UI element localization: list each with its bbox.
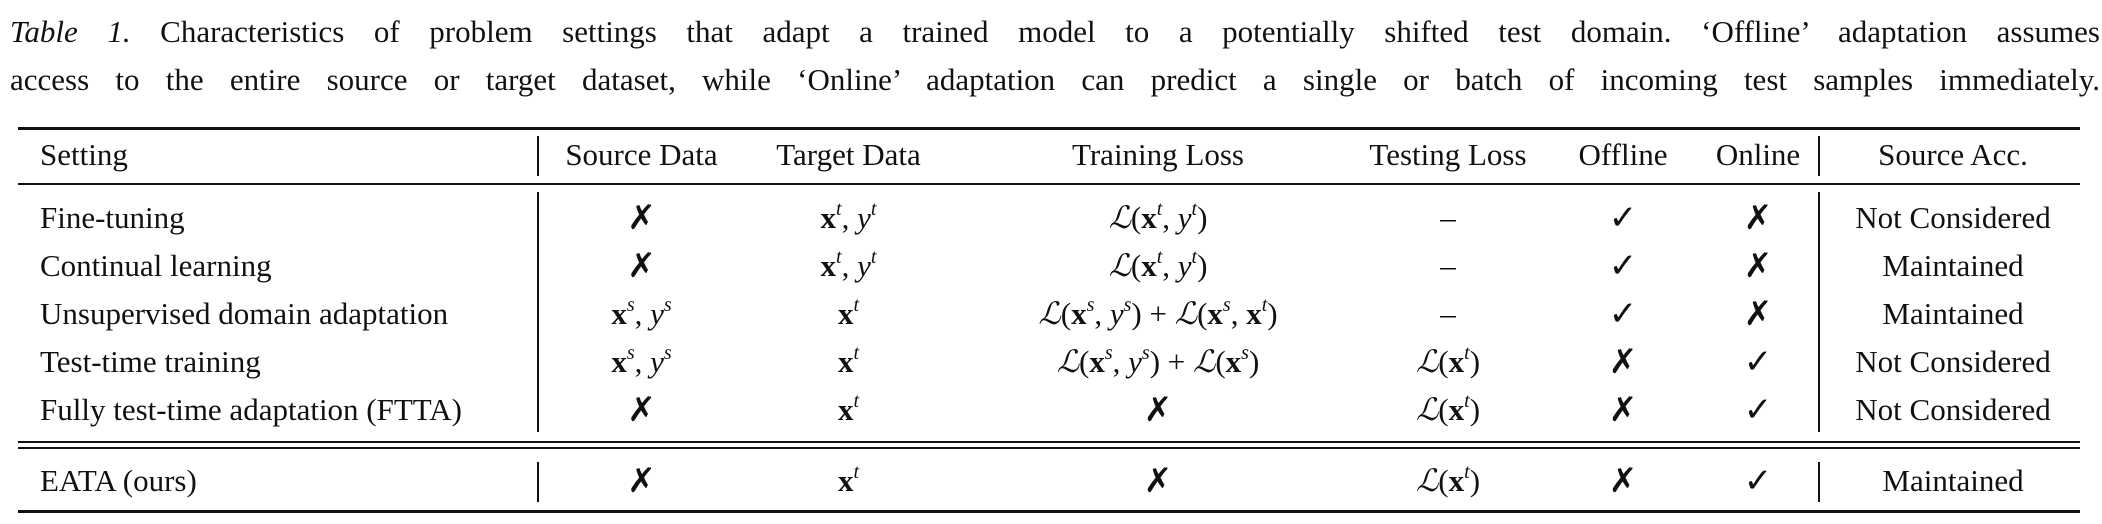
mid-rule-1	[18, 441, 2080, 443]
check-icon: ✓	[1743, 390, 1773, 430]
target-data-cell: xt	[837, 294, 860, 331]
check-icon: ✓	[1608, 198, 1638, 238]
header-online: Online	[1715, 137, 1801, 172]
caption-line-1: Table 1. Characteristics of problem sett…	[10, 8, 2100, 56]
table-row: Fully test-time adaptation (FTTA) ✗ xt ✗…	[18, 386, 2080, 434]
divider	[1818, 290, 1820, 338]
check-icon: ✓	[1743, 461, 1773, 501]
header-setting: Setting	[40, 137, 128, 172]
divider	[1818, 242, 1820, 290]
source-acc-cell: Not Considered	[1855, 200, 2051, 235]
cross-icon: ✗	[1608, 390, 1638, 430]
table-row: Continual learning ✗ xt, yt ℒ(xt, yt) – …	[18, 242, 2080, 290]
training-loss-cell: ℒ(xt, yt)	[1108, 198, 1208, 236]
testing-loss-cell: –	[1440, 248, 1456, 283]
divider	[537, 338, 539, 386]
caption-label: Table 1.	[10, 14, 131, 49]
table-row: Unsupervised domain adaptation xs, ys xt…	[18, 290, 2080, 338]
training-loss-cell: ℒ(xs, ys) + ℒ(xs, xt)	[1038, 294, 1278, 332]
header-rule	[18, 183, 2080, 185]
header-offline: Offline	[1578, 137, 1668, 172]
testing-loss-cell: ℒ(xt)	[1415, 390, 1481, 428]
divider	[1818, 338, 1820, 386]
cross-icon: ✗	[627, 390, 656, 430]
ours-row: EATA (ours) ✗ xt ✗ ℒ(xt) ✗ ✓ Maintained	[18, 457, 2080, 505]
testing-loss-cell: –	[1440, 296, 1456, 331]
divider	[537, 386, 539, 432]
table-caption: Table 1. Characteristics of problem sett…	[10, 8, 2100, 104]
header-row: Setting Source Data Target Data Training…	[18, 131, 2080, 179]
mid-rule-2	[18, 447, 2080, 449]
cross-icon: ✗	[627, 246, 656, 286]
bottom-rule	[18, 510, 2080, 513]
cross-icon: ✗	[627, 461, 656, 501]
cross-icon: ✗	[1608, 461, 1638, 501]
header-testing-loss: Testing Loss	[1369, 137, 1527, 172]
check-icon: ✓	[1743, 342, 1773, 382]
table-row: Test-time training xs, ys xt ℒ(xs, ys) +…	[18, 338, 2080, 386]
caption-text-1: Characteristics of problem settings that…	[130, 14, 2100, 49]
source-data-cell: xs, ys	[611, 342, 672, 379]
source-acc-cell: Not Considered	[1855, 392, 2051, 427]
divider	[1818, 462, 1820, 502]
divider	[537, 242, 539, 290]
check-icon: ✓	[1608, 294, 1638, 334]
target-data-cell: xt, yt	[820, 198, 877, 235]
top-rule	[18, 127, 2080, 130]
check-icon: ✓	[1608, 246, 1638, 286]
cross-icon: ✗	[627, 198, 656, 238]
header-target-data: Target Data	[776, 137, 921, 172]
caption-line-2: access to the entire source or target da…	[10, 62, 2100, 97]
testing-loss-cell: ℒ(xt)	[1415, 461, 1481, 499]
source-acc-cell: Not Considered	[1855, 344, 2051, 379]
cross-icon: ✗	[1743, 294, 1773, 334]
setting-cell: Unsupervised domain adaptation	[40, 296, 449, 331]
source-acc-cell: Maintained	[1882, 463, 2024, 498]
setting-cell: Test-time training	[40, 344, 261, 379]
training-loss-cell: ℒ(xt, yt)	[1108, 246, 1208, 284]
source-acc-cell: Maintained	[1882, 296, 2024, 331]
cross-icon: ✗	[1743, 246, 1773, 286]
cross-icon: ✗	[1743, 198, 1773, 238]
table-row: Fine-tuning ✗ xt, yt ℒ(xt, yt) – ✓ ✗ Not…	[18, 192, 2080, 244]
training-loss-cell: ℒ(xs, ys) + ℒ(xs)	[1056, 342, 1260, 380]
divider	[537, 136, 539, 176]
header-source-acc: Source Acc.	[1878, 137, 2028, 172]
setting-cell: Fine-tuning	[40, 200, 185, 235]
divider	[1818, 192, 1820, 244]
divider	[537, 192, 539, 244]
setting-cell: Continual learning	[40, 248, 272, 283]
cross-icon: ✗	[1608, 342, 1638, 382]
setting-cell: EATA (ours)	[40, 463, 197, 498]
divider	[537, 462, 539, 502]
source-acc-cell: Maintained	[1882, 248, 2024, 283]
divider	[537, 290, 539, 338]
target-data-cell: xt	[837, 461, 860, 498]
header-training-loss: Training Loss	[1072, 137, 1244, 172]
testing-loss-cell: ℒ(xt)	[1415, 342, 1481, 380]
cross-icon: ✗	[1143, 390, 1173, 430]
target-data-cell: xt	[837, 342, 860, 379]
target-data-cell: xt, yt	[820, 246, 877, 283]
testing-loss-cell: –	[1440, 200, 1456, 235]
divider	[1818, 386, 1820, 432]
cross-icon: ✗	[1143, 461, 1173, 501]
source-data-cell: xs, ys	[611, 294, 672, 331]
setting-cell: Fully test-time adaptation (FTTA)	[40, 392, 462, 427]
header-source-data: Source Data	[565, 137, 718, 172]
divider	[1818, 136, 1820, 176]
target-data-cell: xt	[837, 390, 860, 427]
